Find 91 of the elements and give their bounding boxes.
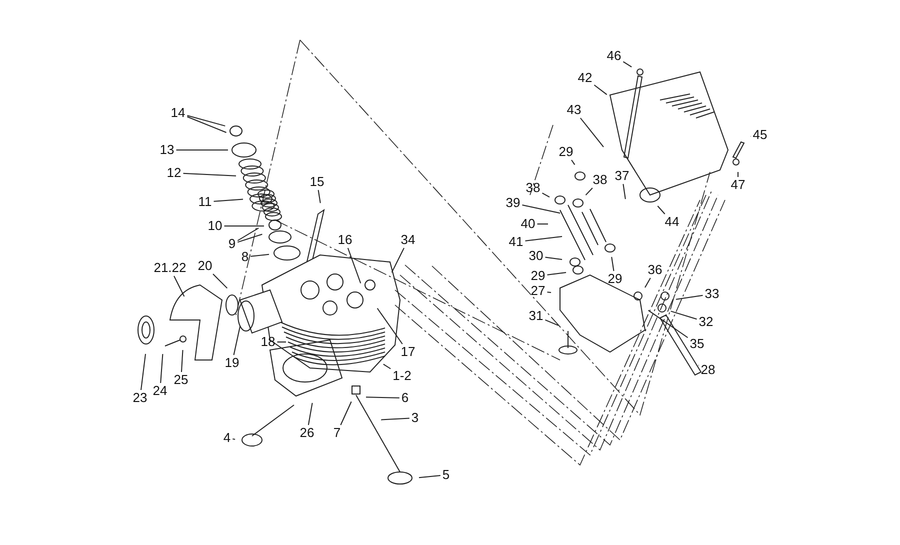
leader-line [622, 61, 632, 68]
leader-line [380, 418, 410, 420]
callout-number: 34 [400, 233, 416, 247]
leader-line [308, 402, 313, 426]
callout-number: 16 [336, 233, 354, 247]
leader-line [347, 248, 362, 284]
leader-line [237, 228, 260, 242]
callout-number: 4 [222, 431, 232, 445]
callout-number: 21.22 [152, 261, 188, 275]
leader-line [186, 116, 227, 133]
callout-number: 41 [508, 235, 524, 249]
leader-line [237, 234, 263, 243]
leader-line [670, 310, 698, 320]
leader-line [174, 276, 185, 297]
callout-number: 12 [166, 166, 182, 180]
leader-line [391, 248, 404, 273]
callout-number: 44 [664, 215, 680, 229]
leader-line [571, 160, 576, 166]
leader-line [160, 354, 164, 384]
leader-line [648, 310, 688, 338]
leader-line [233, 325, 241, 356]
callout-number: 29 [558, 145, 574, 159]
callout-number: 3 [410, 411, 420, 425]
callout-number: 31 [528, 309, 544, 323]
leader-line [418, 475, 441, 478]
leader-line [580, 118, 604, 148]
callout-number: 39 [504, 196, 522, 210]
callout-number: 29 [530, 269, 546, 283]
leader-line [213, 198, 244, 202]
callout-number: 19 [224, 356, 240, 370]
leader-line [340, 401, 352, 426]
leader-line [232, 438, 236, 440]
leader-line [182, 172, 236, 176]
leader-line [382, 364, 392, 370]
leader-line [522, 204, 561, 214]
leader-line [366, 396, 400, 398]
callout-number: 38 [592, 173, 608, 187]
callout-number: 33 [704, 287, 720, 301]
callout-number: 29 [606, 272, 624, 286]
callout-number: 40 [520, 217, 536, 231]
callout-number: 5 [441, 468, 451, 482]
callout-number: 37 [614, 169, 630, 183]
leader-line [675, 294, 704, 300]
callout-number: 1-2 [392, 369, 412, 383]
callout-number: 18 [260, 335, 276, 349]
leader-line [186, 115, 226, 126]
leader-line [376, 308, 403, 344]
callout-number: 26 [298, 426, 316, 440]
callout-number: 27 [530, 284, 546, 298]
leader-line [524, 236, 563, 242]
callout-number: 15 [308, 175, 326, 189]
callout-number: 46 [606, 49, 622, 63]
callout-number: 45 [752, 128, 768, 142]
callout-number: 9 [227, 237, 237, 251]
leader-line [546, 272, 567, 276]
callout-number: 42 [576, 71, 594, 85]
callout-number: 7 [332, 426, 342, 440]
leader-line [180, 350, 184, 372]
callout-number: 8 [240, 250, 250, 264]
callout-number: 28 [700, 363, 716, 377]
leader-line [544, 256, 563, 260]
callout-number: 24 [152, 384, 168, 398]
callout-number: 23 [132, 391, 148, 405]
leader-line [318, 190, 321, 204]
callout-number: 14 [170, 106, 186, 120]
leader-line [140, 353, 146, 390]
leader-line [622, 184, 626, 200]
callout-number: 30 [528, 249, 544, 263]
leader-line [542, 192, 550, 198]
leader-line [611, 256, 614, 272]
leader-line [212, 274, 228, 289]
callout-number: 13 [158, 143, 176, 157]
callout-number: 25 [172, 373, 190, 387]
callout-number: 38 [524, 181, 542, 195]
callout-number: 20 [196, 259, 214, 273]
callout-number: 43 [566, 103, 582, 117]
leader-line [594, 84, 608, 96]
callout-number: 32 [698, 315, 714, 329]
callout-number: 36 [646, 263, 664, 277]
callout-number: 10 [206, 219, 224, 233]
callout-number: 11 [197, 195, 213, 209]
leader-line [544, 319, 559, 326]
leader-line [657, 205, 666, 214]
leader-line [644, 278, 651, 288]
callout-number: 47 [730, 178, 746, 192]
leader-line [546, 292, 552, 294]
callout-number: 6 [400, 391, 410, 405]
leader-line [585, 188, 593, 196]
leader-line [250, 254, 270, 257]
callout-number: 17 [400, 345, 416, 359]
callout-number: 35 [688, 337, 706, 351]
